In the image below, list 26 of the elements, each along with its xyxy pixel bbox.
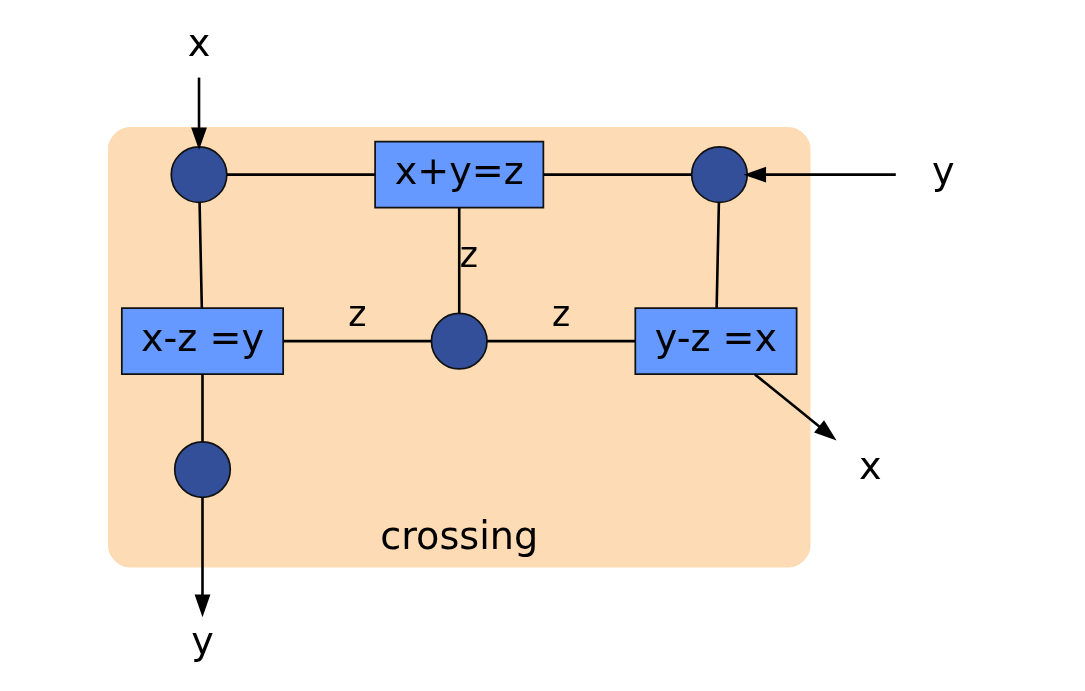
edge-label: z — [348, 293, 367, 334]
node-box: x+y=z — [374, 140, 545, 209]
node-circle — [170, 146, 228, 204]
node-box: x-z =y — [120, 307, 285, 375]
node-text: x — [859, 444, 882, 489]
node-circle — [430, 312, 488, 370]
arrow — [191, 77, 207, 150]
node-text: y — [191, 619, 214, 664]
connector — [201, 374, 204, 442]
node-circle — [690, 146, 749, 204]
connector — [283, 339, 432, 343]
node-box: y-z =x — [634, 307, 798, 375]
edge-label: z — [552, 293, 571, 334]
arrow — [194, 497, 211, 618]
node-text: x — [187, 20, 211, 65]
connector — [198, 202, 204, 308]
node-text: y — [931, 149, 955, 194]
connector — [715, 202, 721, 308]
connector — [543, 173, 692, 176]
connector — [487, 339, 636, 343]
node-circle — [173, 440, 232, 499]
connector — [457, 207, 461, 313]
edge-label: z — [459, 234, 478, 275]
arrow — [743, 166, 896, 183]
connector — [226, 173, 375, 176]
arrow — [754, 373, 837, 441]
